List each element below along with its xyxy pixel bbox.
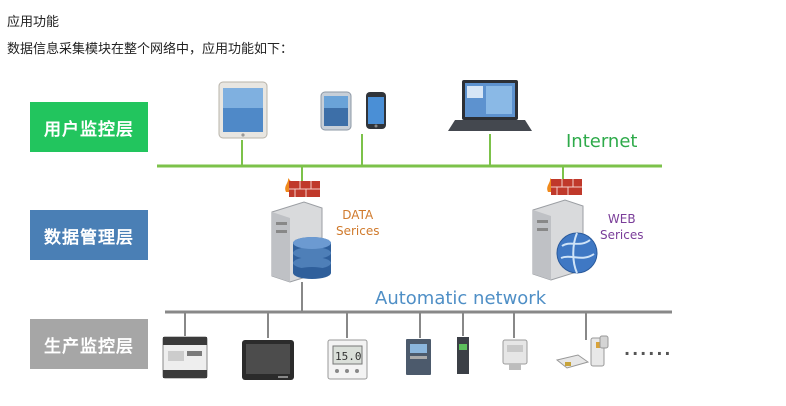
web-server-label-line1: WEB	[607, 212, 636, 226]
firewall-icon	[285, 178, 320, 197]
plc-icon	[162, 336, 208, 379]
web-server-icon	[532, 199, 598, 281]
tablet-icon	[218, 81, 268, 139]
web-server-label: WEB Serices	[600, 211, 644, 243]
svg-text:15.0: 15.0	[335, 350, 362, 363]
smartphone-icon	[320, 91, 386, 131]
data-server-label-line1: DATA	[342, 208, 374, 222]
layer-user-monitor: 用户监控层	[30, 102, 148, 152]
laptop-icon	[448, 80, 532, 131]
sensor-icon	[555, 335, 609, 369]
automatic-network-label: Automatic network	[375, 288, 547, 309]
data-server-label-line2: Serices	[336, 224, 380, 238]
layer-production-monitor: 生产监控层	[30, 319, 148, 369]
more-devices-ellipsis: ......	[624, 340, 673, 359]
data-server-label: DATA Serices	[336, 207, 380, 239]
power-module-icon	[457, 337, 469, 374]
controller-icon: 15.0	[327, 339, 368, 380]
meter-icon	[502, 339, 528, 370]
layer-data-management: 数据管理层	[30, 210, 148, 260]
hmi-panel-icon	[242, 340, 294, 380]
database-server-icon	[271, 201, 331, 283]
web-server-label-line2: Serices	[600, 228, 644, 242]
drive-icon	[406, 339, 431, 375]
internet-label: Internet	[566, 131, 638, 152]
firewall-icon	[547, 178, 582, 195]
section-description: 数据信息采集模块在整个网络中，应用功能如下：	[7, 42, 294, 57]
section-title: 应用功能	[7, 15, 60, 30]
